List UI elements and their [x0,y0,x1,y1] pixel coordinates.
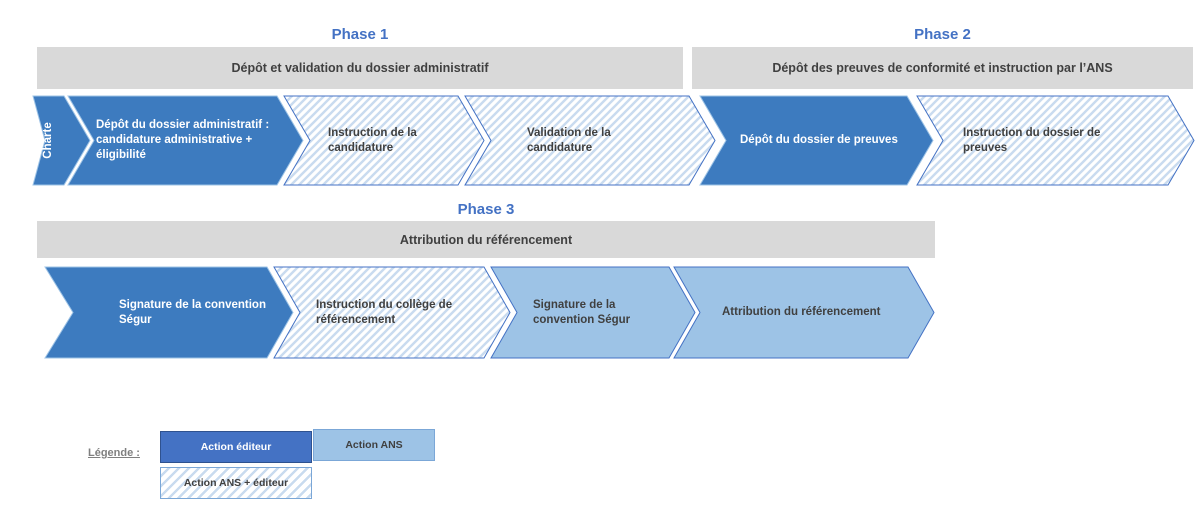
chevron-label: Instruction de la candidature [328,126,417,154]
chevron-label: Signature de la convention Ségur [533,298,631,326]
chevron-label: Signature de la convention Ségur [119,298,266,326]
chevron-label: Dépôt du dossier administratif : candida… [96,119,270,161]
chevron-instruction-dossier-preuves: Instruction du dossier de preuves [916,95,1195,186]
legend-item-action-ans-editeur: Action ANS + éditeur [160,467,312,499]
phase-1-title: Phase 1 [331,26,389,43]
chevron-charte-label: Charte [41,122,54,159]
phase-2-title: Phase 2 [914,26,971,43]
chevron-instruction-candidature: Instruction de la candidature [283,95,485,186]
chevron-label: Instruction du collège de référencement [316,298,453,326]
legend-item-action-editeur: Action éditeur [160,431,312,463]
chevron-label: Attribution du référencement [722,306,881,319]
phase-1-banner: Dépôt et validation du dossier administr… [37,47,683,89]
chevron-label: Dépôt du dossier de preuves [740,134,898,147]
chevron-signature-convention-segur-ans: Signature de la convention Ségur [490,266,696,359]
chevron-charte: Charte [32,95,91,186]
chevron-validation-candidature: Validation de la candidature [464,95,716,186]
chevron-signature-convention-segur-editeur: Signature de la convention Ségur [44,266,294,359]
chevron-label: Validation de la candidature [527,126,611,154]
phase-3-banner: Attribution du référencement [37,221,935,258]
phase-3-title: Phase 3 [457,201,515,218]
phase-2-banner: Dépôt des preuves de conformité et instr… [692,47,1193,89]
chevron-attribution-referencement: Attribution du référencement [673,266,935,359]
legend-item-action-ans: Action ANS [313,429,435,461]
legend-title: Légende : [88,447,140,459]
chevron-depot-dossier-administratif: Dépôt du dossier administratif : candida… [67,95,304,186]
chevron-depot-dossier-preuves: Dépôt du dossier de preuves [699,95,934,186]
chevron-instruction-college-referencement: Instruction du collège de référencement [273,266,511,359]
chevron-label: Instruction du dossier de preuves [963,126,1101,154]
